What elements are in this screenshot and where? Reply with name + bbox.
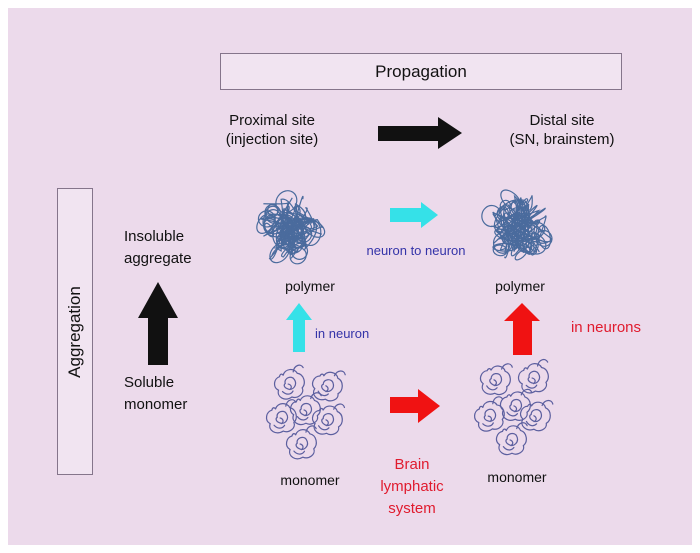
in-neurons-arrow-icon bbox=[504, 303, 540, 355]
monomer-label-proximal: monomer bbox=[280, 472, 340, 488]
in-neurons-arrow-shape bbox=[504, 303, 540, 355]
polymer-label-distal: polymer bbox=[495, 278, 545, 294]
aggregation-axis-label: Aggregation bbox=[65, 285, 84, 378]
brain-lymphatic-arrow-icon bbox=[390, 389, 440, 423]
monomer-cluster-proximal-icon bbox=[264, 364, 347, 461]
monomer-label-distal: monomer bbox=[487, 469, 547, 485]
neuron-to-neuron-arrow-icon bbox=[390, 202, 438, 228]
in-neuron-arrow-shape bbox=[286, 303, 312, 352]
brain-lymphatic-label: Brain lymphatic system bbox=[380, 456, 444, 517]
propagation-arrow-icon bbox=[378, 117, 462, 149]
insoluble-aggregate-label: Insoluble aggregate bbox=[124, 228, 192, 267]
aggregation-axis-box: Aggregation bbox=[57, 188, 93, 475]
brain-lymphatic-arrow-shape bbox=[390, 389, 440, 423]
propagation-title: Propagation bbox=[375, 61, 467, 81]
propagation-arrow-shape bbox=[378, 117, 462, 149]
polymer-label-proximal: polymer bbox=[285, 278, 335, 294]
proximal-site-label: Proximal site (injection site) bbox=[225, 112, 319, 148]
propagation-title-box: Propagation bbox=[220, 53, 622, 90]
monomer-cluster-distal-icon bbox=[471, 358, 554, 456]
polymer-tangle-proximal-icon bbox=[256, 190, 326, 265]
polymer-tangle-distal-icon bbox=[481, 189, 553, 261]
in-neurons-label: in neurons bbox=[570, 319, 642, 336]
neuron-to-neuron-label: neuron to neuron bbox=[366, 243, 466, 258]
distal-site-label: Distal site (SN, brainstem) bbox=[509, 112, 615, 148]
diagram-background bbox=[8, 8, 692, 545]
in-neuron-arrow-icon bbox=[286, 303, 312, 352]
in-neuron-label: in neuron bbox=[315, 326, 370, 341]
soluble-monomer-label: Soluble monomer bbox=[124, 374, 188, 413]
aggregation-arrow-shape bbox=[138, 282, 178, 365]
neuron-to-neuron-arrow-shape bbox=[390, 202, 438, 228]
aggregation-arrow-icon bbox=[138, 282, 178, 365]
